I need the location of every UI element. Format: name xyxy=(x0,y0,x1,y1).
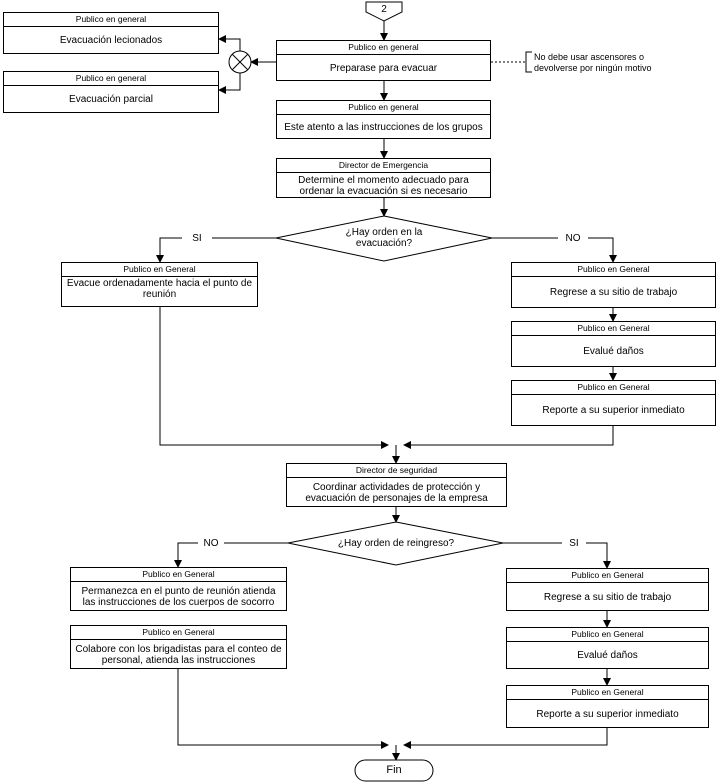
node-role: Publico en General xyxy=(507,569,708,583)
node-activity: Regrese a su sitio de trabajo xyxy=(549,287,678,298)
decision-1-shape xyxy=(275,215,493,262)
node-role: Publico en General xyxy=(71,568,286,582)
node-role: Publico en general xyxy=(277,101,490,115)
d2-no-line xyxy=(174,542,288,568)
node-evacue: Publico en General Evacue ordenadamente … xyxy=(61,262,258,307)
node-atento: Publico en general Este atento a las ins… xyxy=(276,100,491,139)
off-page-connector-label: 2 xyxy=(381,4,387,15)
reporte2-to-merge xyxy=(403,728,608,749)
decision-1-yes-label: SI xyxy=(182,233,212,244)
node-activity: Determine el momento adecuado para orden… xyxy=(298,174,469,197)
node-role: Publico en General xyxy=(62,263,257,277)
merge-to-parcial xyxy=(218,73,241,94)
node-activity: Evacue ordenadamente hacia el punto de r… xyxy=(66,278,253,300)
node-preparase: Publico en general Preparase para evacua… xyxy=(276,40,491,81)
node-activity: Reporte a su superior inmediato xyxy=(536,708,679,720)
decision-2-yes-label: SI xyxy=(562,538,586,549)
node-activity: Colabore con los brigadistas para el con… xyxy=(75,643,282,666)
node-evalue-1: Publico en General Evalué daños xyxy=(511,321,716,367)
node-role: Director de Emergencia xyxy=(277,159,490,173)
node-activity: Permanezca en el punto de reunión atiend… xyxy=(81,585,276,608)
decision-1-no-label: NO xyxy=(558,233,588,244)
off-page-connector-shape xyxy=(365,1,403,22)
node-activity: Regrese a su sitio de trabajo xyxy=(543,591,672,603)
node-activity: Coordinar actividades de protección y ev… xyxy=(305,481,488,504)
decision-1-question: ¿Hay orden en la evacuación? xyxy=(345,227,423,249)
node-activity: Evacuación parcial xyxy=(69,94,153,105)
merge-to-lecionados xyxy=(218,35,241,51)
d1-no-line xyxy=(492,237,617,263)
node-activity: Evalué daños xyxy=(583,346,644,357)
node-role: Publico en General xyxy=(507,686,708,700)
d2-yes-line xyxy=(503,542,611,569)
node-evacuacion-parcial: Publico en general Evacuación parcial xyxy=(3,71,219,113)
decision-2-question: ¿Hay orden de reingreso? xyxy=(337,538,455,549)
annotation-text: No debe usar ascensores o devolverse por… xyxy=(534,52,652,73)
decision-2-no-label: NO xyxy=(198,538,224,549)
node-role: Publico en general xyxy=(4,13,218,27)
node-regrese-1: Publico en General Regrese a su sitio de… xyxy=(511,262,716,308)
node-activity: Reporte a su superior inmediato xyxy=(542,405,685,416)
end-terminator-shape xyxy=(354,759,434,782)
node-role: Director de seguridad xyxy=(287,464,506,478)
node-role: Publico en General xyxy=(512,322,715,336)
node-reporte-1: Publico en General Reporte a su superior… xyxy=(511,380,716,426)
node-reporte-2: Publico en General Reporte a su superior… xyxy=(506,685,709,728)
annotation-bracket xyxy=(525,51,532,73)
d1-yes-line xyxy=(156,237,276,263)
reporte1-to-merge xyxy=(403,426,614,449)
node-role: Publico en general xyxy=(277,41,490,55)
node-activity: Preparase para evacuar xyxy=(329,62,438,74)
node-evacuacion-lecionados: Publico en general Evacuación lecionados xyxy=(3,12,219,54)
node-role: Publico en General xyxy=(507,628,708,642)
node-role: Publico en general xyxy=(4,72,218,86)
node-evalue-2: Publico en General Evalué daños xyxy=(506,627,709,669)
node-coordinar: Director de seguridad Coordinar activida… xyxy=(286,463,507,507)
node-permanezca: Publico en General Permanezca en el punt… xyxy=(70,567,287,611)
node-determine: Director de Emergencia Determine el mome… xyxy=(276,158,491,198)
node-role: Publico en General xyxy=(512,381,715,395)
node-activity: Este atento a las instrucciones de los g… xyxy=(284,121,483,133)
colabore-to-merge xyxy=(177,669,389,749)
decision-2-shape xyxy=(287,521,504,566)
node-regrese-2: Publico en General Regrese a su sitio de… xyxy=(506,568,709,611)
node-role: Publico en General xyxy=(512,263,715,277)
evacue-to-merge xyxy=(159,307,389,449)
end-terminator-label: Fin xyxy=(386,764,402,776)
node-colabore: Publico en General Colabore con los brig… xyxy=(70,625,287,669)
node-role: Publico en General xyxy=(71,626,286,640)
node-activity: Evacuación lecionados xyxy=(59,35,163,46)
node-activity: Evalué daños xyxy=(577,650,638,661)
